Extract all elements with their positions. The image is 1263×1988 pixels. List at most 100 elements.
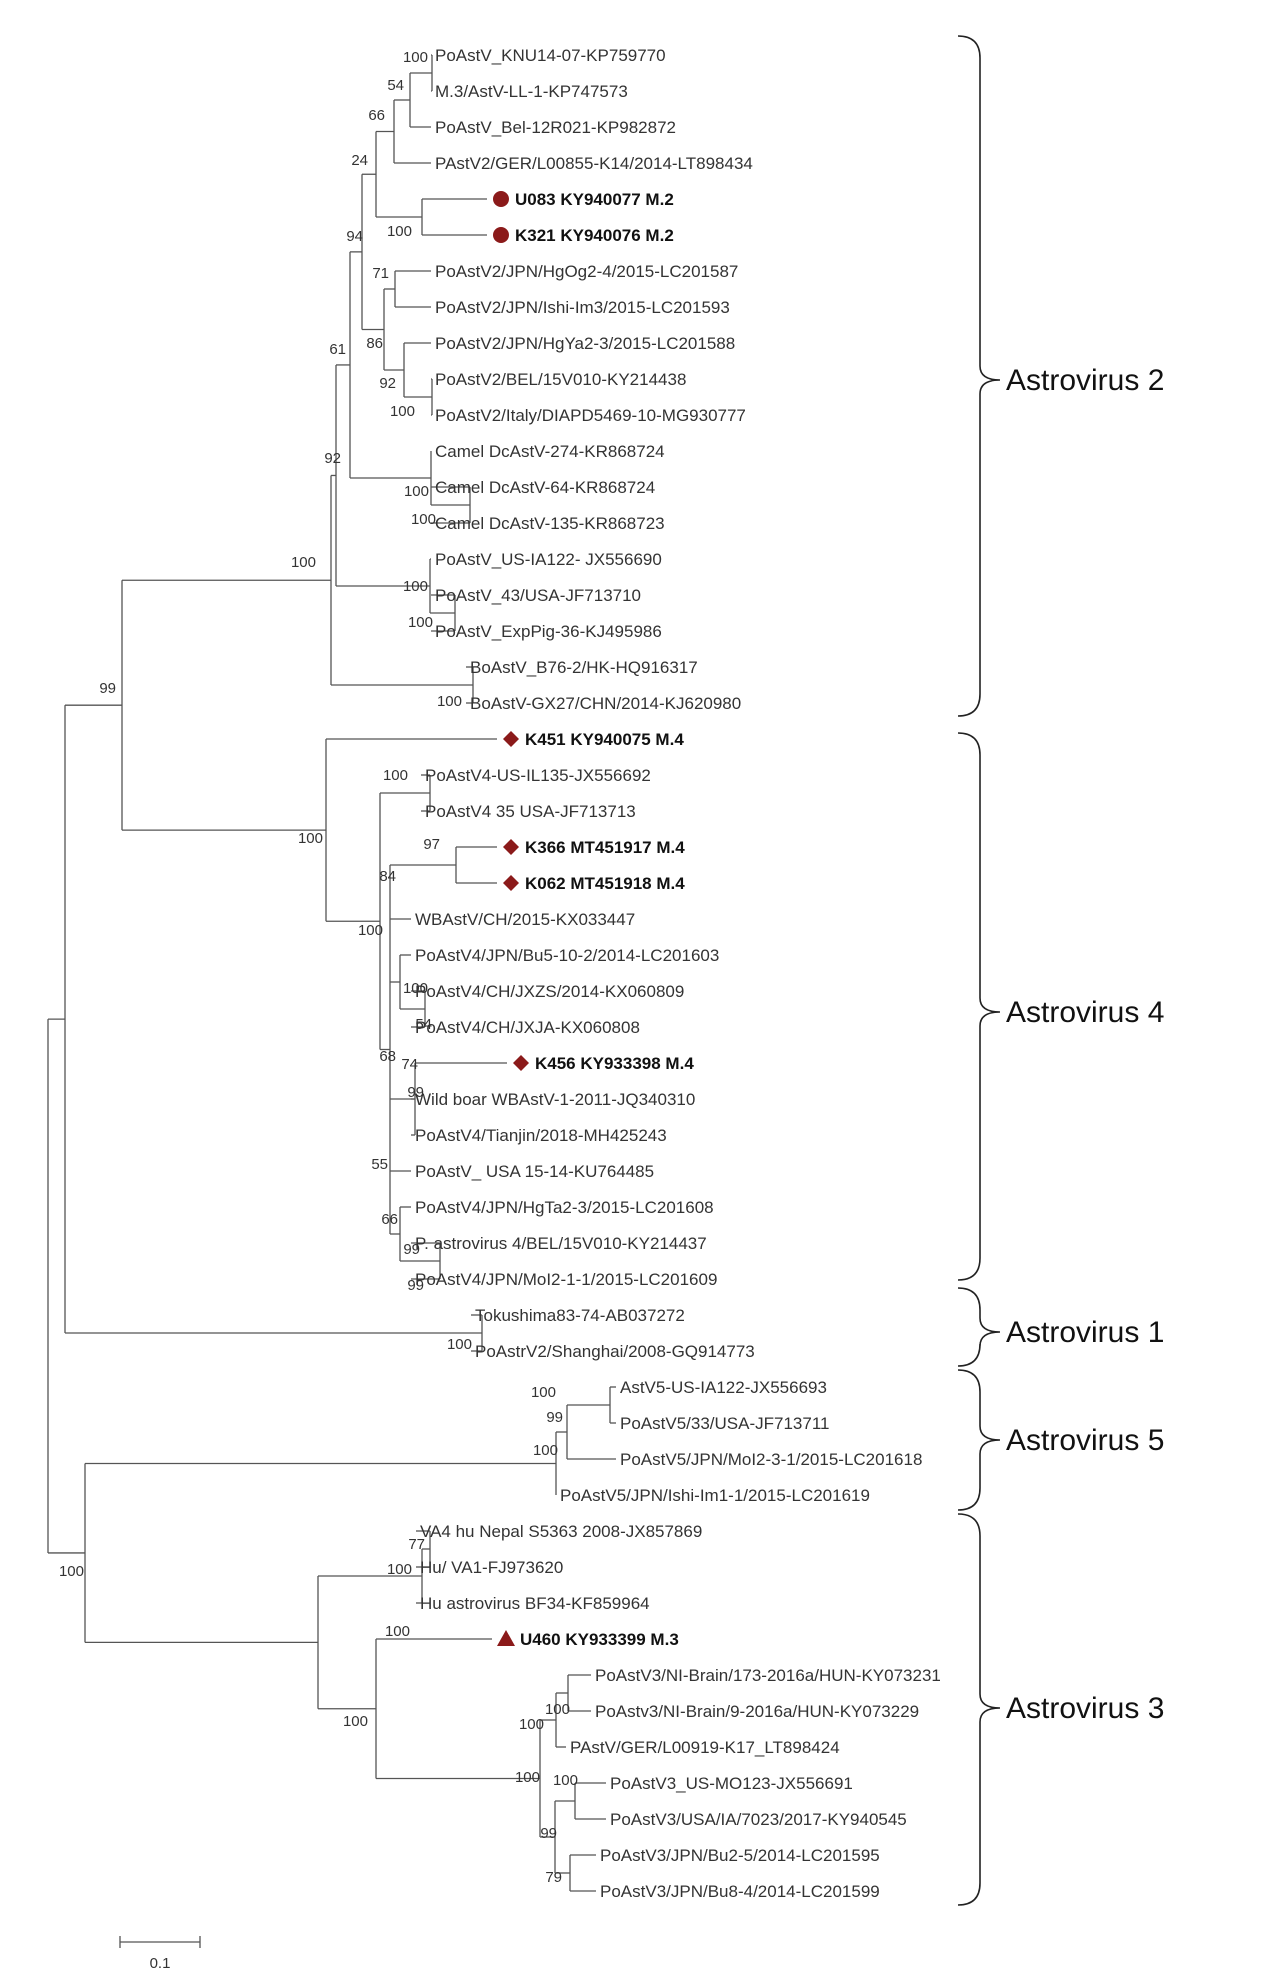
- clade-label: Astrovirus 2: [1006, 364, 1164, 397]
- bootstrap-value: 100: [545, 1701, 570, 1718]
- leaf-label: U083 KY940077 M.2: [515, 190, 674, 209]
- leaf-label: U460 KY933399 M.3: [520, 1630, 679, 1649]
- tree-branches: [47, 54, 616, 1892]
- leaf-label: K451 KY940075 M.4: [525, 730, 684, 749]
- triangle-marker-icon: [497, 1630, 515, 1646]
- leaf-label: BoAstV-GX27/CHN/2014-KJ620980: [470, 694, 741, 713]
- leaf-label: Hu astrovirus BF34-KF859964: [420, 1594, 650, 1613]
- bootstrap-value: 100: [531, 1384, 556, 1401]
- clade-label: Astrovirus 1: [1006, 1316, 1164, 1349]
- leaf-label: Hu/ VA1-FJ973620: [420, 1558, 563, 1577]
- diamond-marker-icon: [503, 731, 519, 747]
- bootstrap-value: 100: [390, 403, 415, 420]
- bootstrap-value: 100: [387, 1561, 412, 1578]
- diamond-marker-icon: [513, 1055, 529, 1071]
- bootstrap-value: 92: [324, 450, 341, 467]
- leaf-label: BoAstV_B76-2/HK-HQ916317: [470, 658, 698, 677]
- scale-bar-label: 0.1: [150, 1955, 171, 1972]
- leaf-label: PoAstV3/USA/IA/7023/2017-KY940545: [610, 1810, 907, 1829]
- leaf-label: PoAstV_ExpPig-36-KJ495986: [435, 622, 662, 641]
- bootstrap-value: 100: [403, 578, 428, 595]
- leaf-label: PoAstv3/NI-Brain/9-2016a/HUN-KY073229: [595, 1702, 919, 1721]
- leaf-label: PoAstV5/JPN/Ishi-Im1-1/2015-LC201619: [560, 1486, 870, 1505]
- bootstrap-value: 100: [383, 767, 408, 784]
- bootstrap-value: 100: [437, 693, 462, 710]
- leaf-label: K456 KY933398 M.4: [535, 1054, 694, 1073]
- bootstrap-value: 100: [411, 511, 436, 528]
- bootstrap-value: 100: [298, 830, 323, 847]
- bootstrap-value: 100: [59, 1563, 84, 1580]
- clade-bracket: [957, 35, 1001, 717]
- bootstrap-value: 100: [358, 922, 383, 939]
- bootstrap-value: 100: [408, 614, 433, 631]
- bootstrap-value: 100: [533, 1442, 558, 1459]
- leaf-label: PoAstV_ USA 15-14-KU764485: [415, 1162, 654, 1181]
- circle-marker-icon: [493, 227, 509, 243]
- clade-bracket: [957, 732, 1001, 1281]
- bootstrap-value: 99: [403, 1241, 420, 1258]
- leaf-label: PoAstV4/JPN/Bu5-10-2/2014-LC201603: [415, 946, 719, 965]
- bootstrap-value: 66: [381, 1211, 398, 1228]
- leaf-label: PoAstV2/JPN/Ishi-Im3/2015-LC201593: [435, 298, 730, 317]
- leaf-label: PoAstV5/JPN/MoI2-3-1/2015-LC201618: [620, 1450, 922, 1469]
- leaf-label: PoAstV4 35 USA-JF713713: [425, 802, 636, 821]
- bootstrap-value: 99: [540, 1825, 557, 1842]
- bootstrap-value: 99: [99, 680, 116, 697]
- leaf-label: Wild boar WBAstV-1-2011-JQ340310: [415, 1090, 695, 1109]
- bootstrap-value: 99: [407, 1084, 424, 1101]
- bootstrap-value: 97: [423, 836, 440, 853]
- bootstrap-labels: 1005466241009471869210061100100100100921…: [59, 49, 578, 1886]
- leaf-label: Camel DcAstV-135-KR868723: [435, 514, 665, 533]
- leaf-label: PoAstV2/JPN/HgOg2-4/2015-LC201587: [435, 262, 738, 281]
- leaf-label: K062 MT451918 M.4: [525, 874, 685, 893]
- bootstrap-value: 100: [404, 483, 429, 500]
- bootstrap-value: 99: [407, 1277, 424, 1294]
- leaf-label: P. astrovirus 4/BEL/15V010-KY214437: [415, 1234, 707, 1253]
- clade-bracket: [957, 1513, 1001, 1906]
- clade-brackets: Astrovirus 2 Astrovirus 4 Astrovirus 1 Astr…: [957, 35, 1164, 1906]
- bootstrap-value: 92: [379, 375, 396, 392]
- leaf-label: VA4 hu Nepal S5363 2008-JX857869: [420, 1522, 702, 1541]
- bootstrap-value: 86: [366, 335, 383, 352]
- leaf-label: M.3/AstV-LL-1-KP747573: [435, 82, 628, 101]
- leaf-label: PoAstV4/JPN/HgTa2-3/2015-LC201608: [415, 1198, 714, 1217]
- leaf-label: PoAstV_43/USA-JF713710: [435, 586, 641, 605]
- scale-bar: 0.1: [119, 1936, 201, 1972]
- bootstrap-value: 100: [515, 1769, 540, 1786]
- bootstrap-value: 54: [415, 1016, 432, 1033]
- bootstrap-value: 100: [553, 1772, 578, 1789]
- leaf-labels: PoAstV_KNU14-07-KP759770M.3/AstV-LL-1-KP…: [415, 46, 941, 1901]
- clade-label: Astrovirus 4: [1006, 996, 1164, 1029]
- bootstrap-value: 100: [519, 1716, 544, 1733]
- leaf-label: PoAstV4/CH/JXJA-KX060808: [415, 1018, 640, 1037]
- leaf-label: PoAstV4/CH/JXZS/2014-KX060809: [415, 982, 684, 1001]
- leaf-label: Camel DcAstV-64-KR868724: [435, 478, 655, 497]
- leaf-label: PoAstV2/BEL/15V010-KY214438: [435, 370, 686, 389]
- clade-bracket: [957, 1369, 1001, 1511]
- leaf-label: PAstV/GER/L00919-K17_LT898424: [570, 1738, 840, 1757]
- bootstrap-value: 68: [379, 1048, 396, 1065]
- bootstrap-value: 84: [379, 868, 396, 885]
- circle-marker-icon: [493, 191, 509, 207]
- diamond-marker-icon: [503, 839, 519, 855]
- leaf-label: AstV5-US-IA122-JX556693: [620, 1378, 827, 1397]
- leaf-label: Camel DcAstV-274-KR868724: [435, 442, 665, 461]
- bootstrap-value: 99: [546, 1409, 563, 1426]
- bootstrap-value: 55: [371, 1156, 388, 1173]
- bootstrap-value: 79: [545, 1869, 562, 1886]
- bootstrap-value: 66: [368, 107, 385, 124]
- bootstrap-value: 77: [408, 1536, 425, 1553]
- leaf-label: K366 MT451917 M.4: [525, 838, 685, 857]
- clade-label: Astrovirus 3: [1006, 1692, 1164, 1725]
- leaf-label: PoAstV3/JPN/Bu8-4/2014-LC201599: [600, 1882, 880, 1901]
- leaf-label: PoAstV3/NI-Brain/173-2016a/HUN-KY073231: [595, 1666, 941, 1685]
- leaf-label: PAstV2/GER/L00855-K14/2014-LT898434: [435, 154, 753, 173]
- bootstrap-value: 24: [351, 152, 368, 169]
- leaf-label: PoAstV4/JPN/MoI2-1-1/2015-LC201609: [415, 1270, 717, 1289]
- clade-bracket: [957, 1287, 1001, 1367]
- bootstrap-value: 94: [346, 228, 363, 245]
- leaf-label: PoAstV_KNU14-07-KP759770: [435, 46, 666, 65]
- leaf-label: PoAstV3/JPN/Bu2-5/2014-LC201595: [600, 1846, 880, 1865]
- leaf-label: Tokushima83-74-AB037272: [475, 1306, 685, 1325]
